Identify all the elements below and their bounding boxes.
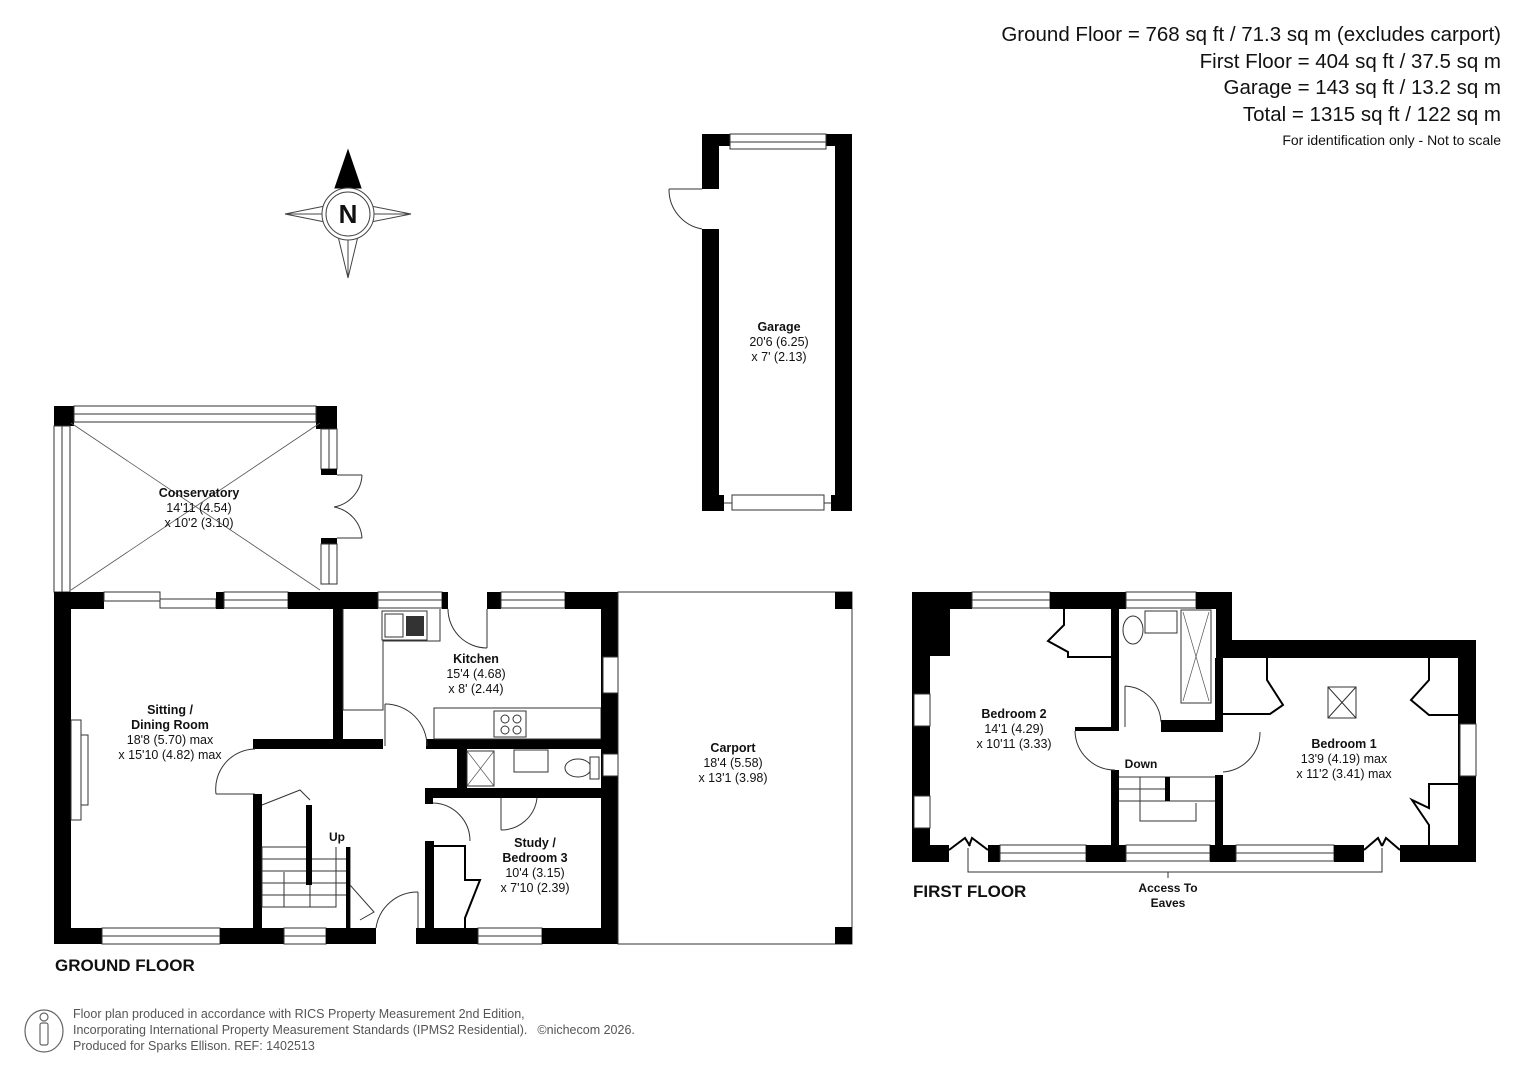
access-to-eaves-label: Access To Eaves <box>1138 881 1198 910</box>
area-ground-floor: Ground Floor = 768 sq ft / 71.3 sq m (ex… <box>1001 23 1501 46</box>
room-label-bedroom1: Bedroom 1 13'9 (4.19) max x 11'2 (3.41) … <box>1296 737 1392 781</box>
copyright: ©nichecom 2026. <box>537 1023 635 1037</box>
first-floor-plan <box>912 591 1477 878</box>
garage-plan <box>668 133 852 511</box>
area-garage: Garage = 143 sq ft / 13.2 sq m <box>1223 76 1501 99</box>
room-label-study-bedroom3: Study / Bedroom 3 10'4 (3.15) x 7'10 (2.… <box>500 836 570 895</box>
compass-icon <box>284 148 412 279</box>
room-label-garage: Garage 20'6 (6.25) x 7' (2.13) <box>749 320 809 364</box>
stairs-down-label: Down <box>1124 757 1158 771</box>
scale-note: For identification only - Not to scale <box>1282 132 1501 148</box>
ground-floor-title: GROUND FLOOR <box>55 956 195 975</box>
stairs-up-label: Up <box>329 830 345 844</box>
room-label-conservatory: Conservatory 14'11 (4.54) x 10'2 (3.10) <box>158 486 240 530</box>
footer-credits: Floor plan produced in accordance with R… <box>73 1007 635 1053</box>
area-summary: Ground Floor = 768 sq ft / 71.3 sq m (ex… <box>1001 22 1501 152</box>
area-total: Total = 1315 sq ft / 122 sq m <box>1242 102 1501 126</box>
area-first-floor: First Floor = 404 sq ft / 37.5 sq m <box>1199 49 1501 73</box>
first-floor-title: FIRST FLOOR <box>913 882 1027 901</box>
compass-north-letter: N <box>338 199 358 229</box>
room-label-kitchen: Kitchen 15'4 (4.68) x 8' (2.44) <box>446 652 506 696</box>
room-label-sitting-dining: Sitting / Dining Room 18'8 (5.70) max x … <box>118 703 222 762</box>
person-icon <box>24 1009 64 1053</box>
room-label-carport: Carport 18'4 (5.58) x 13'1 (3.98) <box>698 741 768 785</box>
ground-floor-plan <box>53 405 853 945</box>
room-label-bedroom2: Bedroom 2 14'1 (4.29) x 10'11 (3.33) <box>976 707 1052 751</box>
